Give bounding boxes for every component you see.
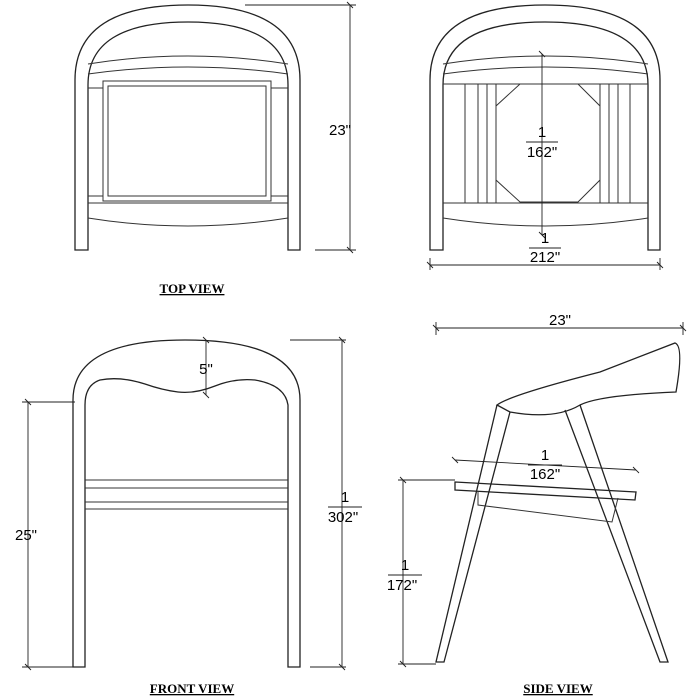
side-view-back-leg [435,404,511,663]
seat-height-numerator: 1 [401,557,409,574]
seat-depth-denominator: 162" [530,466,560,483]
rear-inner-numerator: 1 [538,124,546,141]
top-view-front-rail [87,202,289,227]
side-view: 23" 1 162" 1 172" SIDE VIEW [387,312,687,696]
front-left-height-label: 25" [15,527,37,544]
side-view-front-leg [564,404,669,663]
front-right-height-denominator: 302" [328,509,358,526]
rear-view-octagon [495,83,601,203]
front-view-caption: FRONT VIEW [150,681,234,696]
seat-height-denominator: 172" [387,577,417,594]
top-view-back-rail [87,55,289,75]
side-view-seat-board [454,481,637,501]
rear-view: 1 162" 1 212" [426,4,664,270]
front-view: 5" 25" 1 302" FRONT VIEW [15,336,362,696]
rear-width-denominator: 212" [530,249,560,266]
rear-inner-denominator: 162" [527,144,557,161]
side-view-caption: SIDE VIEW [523,681,592,696]
top-view-outer-frame [74,4,301,251]
rear-view-outer-frame [429,4,661,251]
top-view: 23" TOP VIEW [74,1,356,296]
side-depth-label: 23" [549,312,571,329]
seat-depth-numerator: 1 [541,447,549,464]
top-view-caption: TOP VIEW [160,281,225,296]
front-right-height-numerator: 1 [341,489,349,506]
side-view-back-arm [495,342,681,416]
top-height-label: 23" [329,122,351,139]
front-view-frame [72,339,301,668]
rear-width-numerator: 1 [541,230,549,247]
side-view-seat-support [477,492,619,523]
front-top-dip-label: 5" [199,361,213,378]
top-view-seat-outer [102,80,272,202]
front-view-seat [85,479,288,510]
top-view-seat-inner [107,85,267,197]
